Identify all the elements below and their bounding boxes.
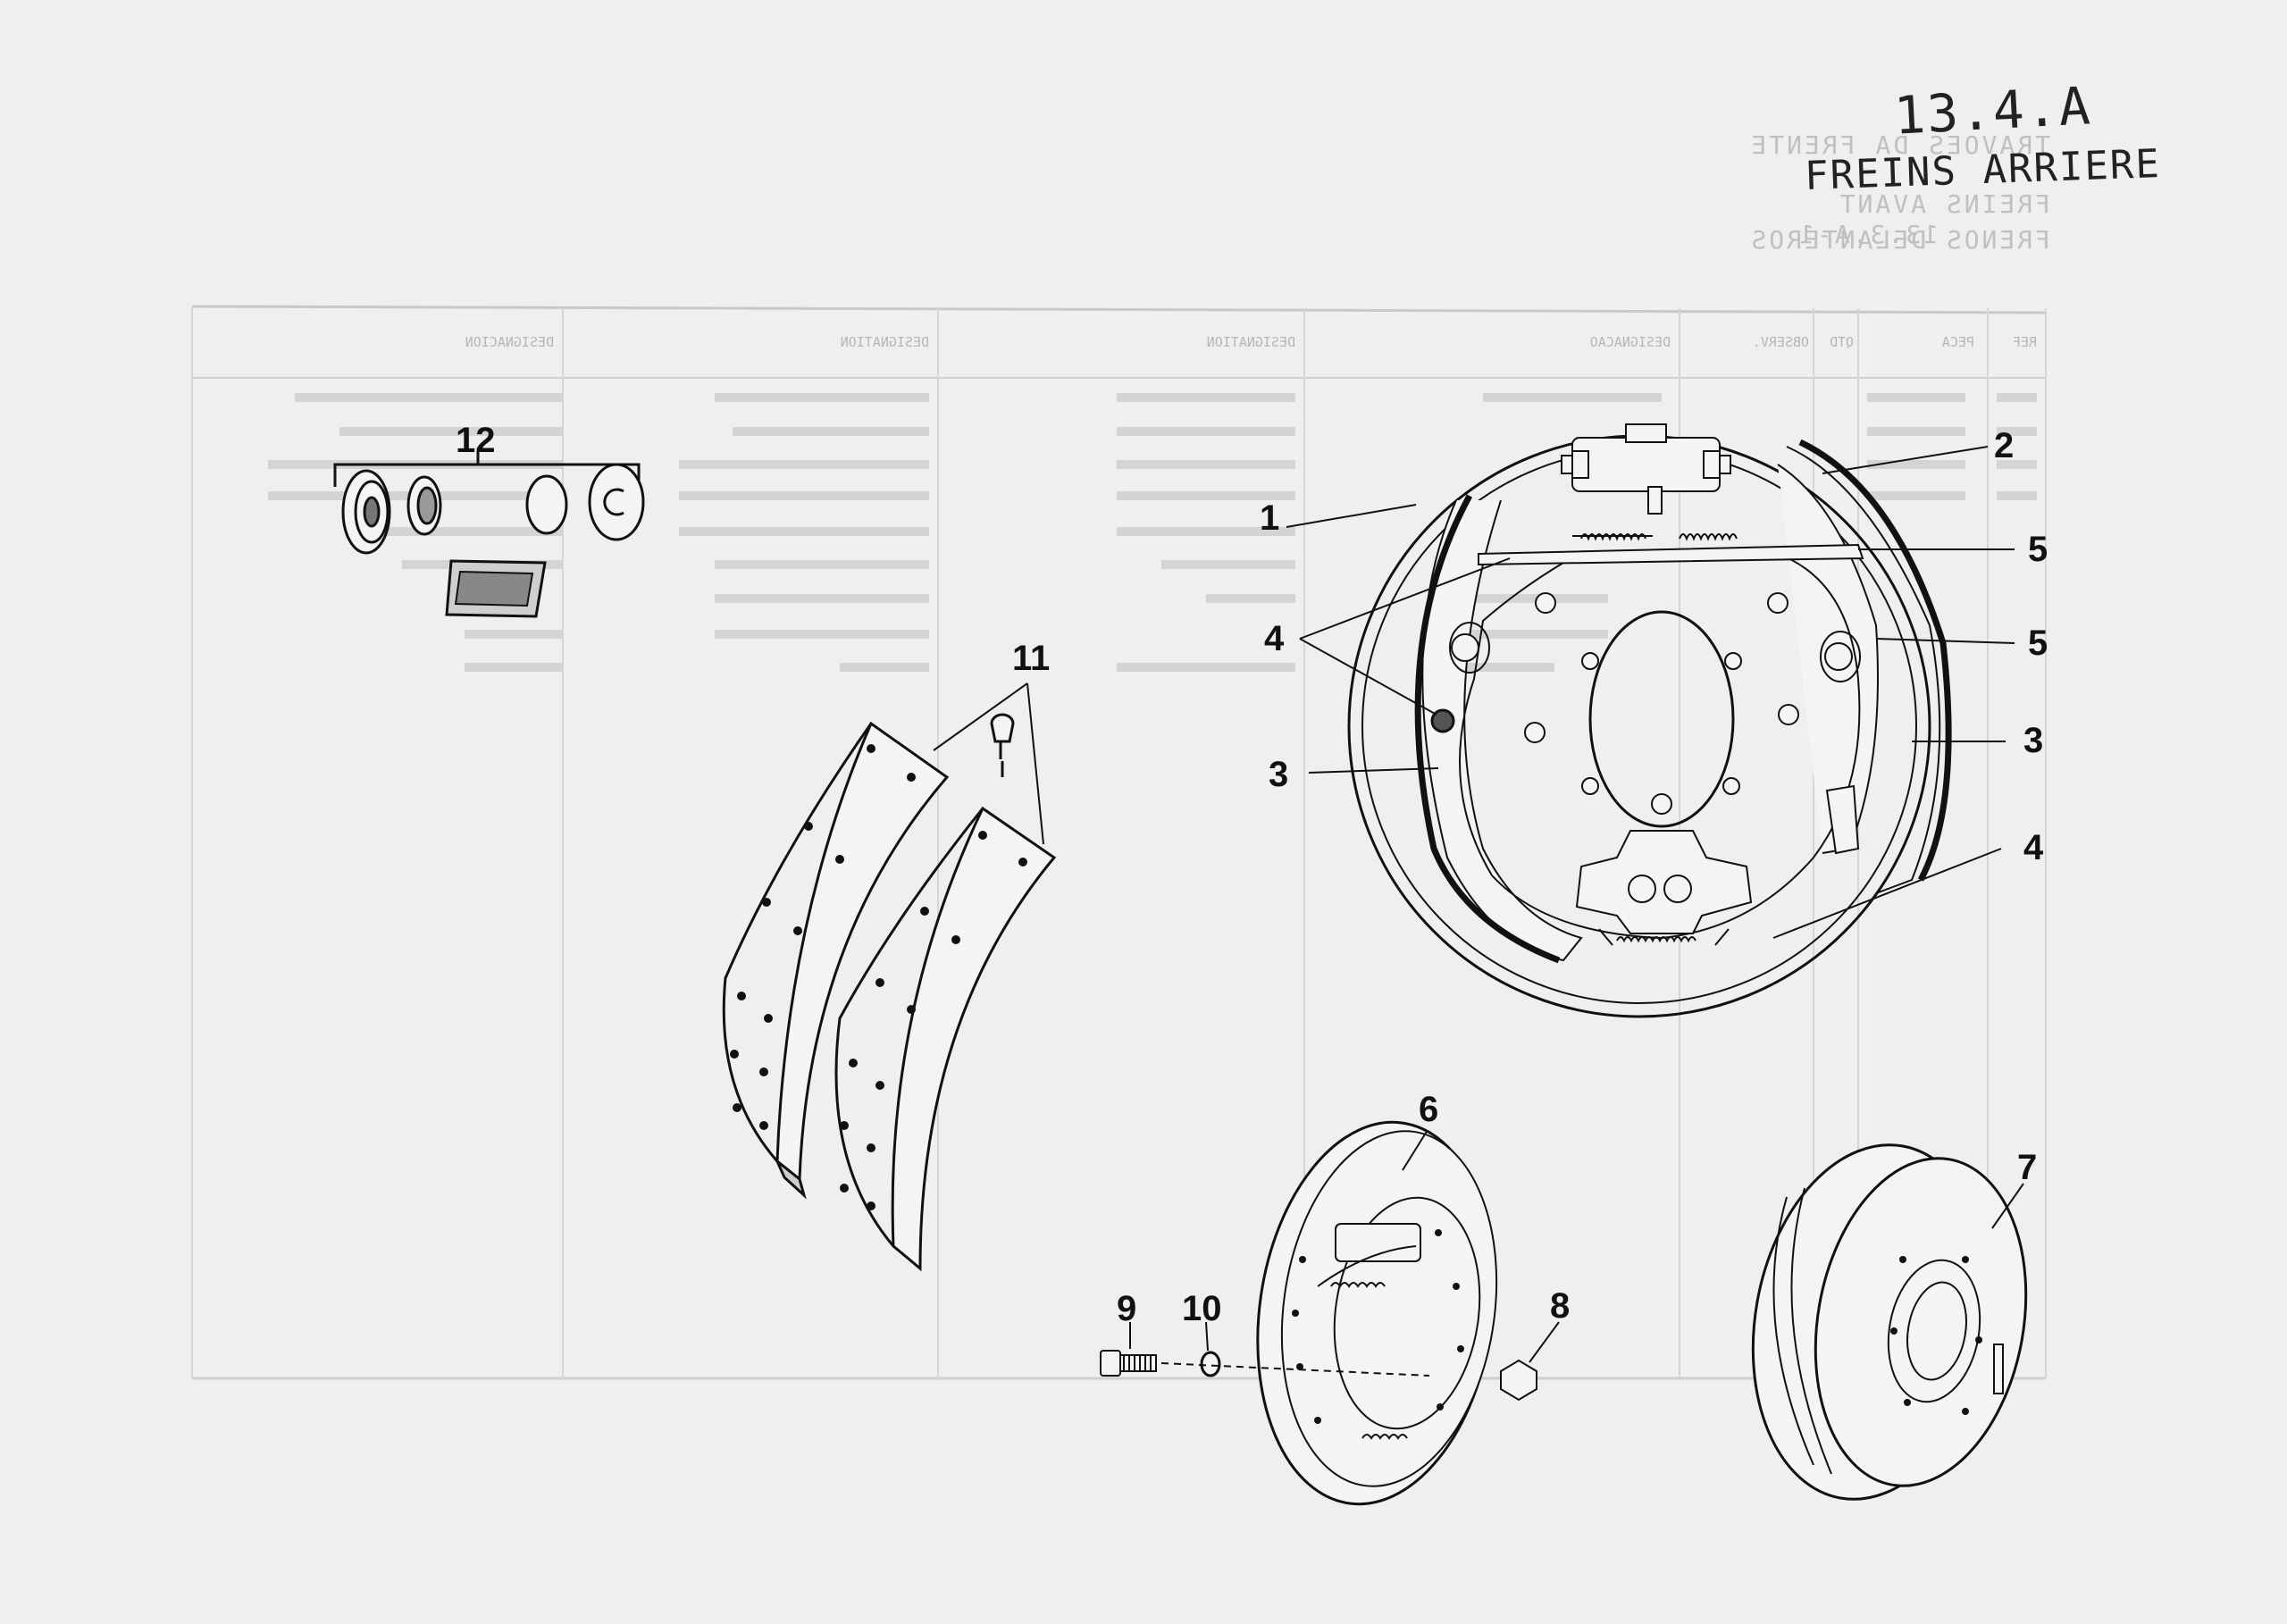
wheel-cylinder-icon [1561,423,1731,515]
brake-drum-icon [1751,1143,2028,1501]
small-parts-leaders [1129,1321,1560,1363]
page-code: 13.4.A [1892,75,2094,146]
washer-icon [1200,1351,1221,1377]
brake-assembly-icon [1256,1120,1498,1506]
ghost-header-observ: OBSERV. [1753,334,1809,350]
nut-icon [1500,1359,1537,1402]
ghost-header-designation-fr: DESIGNATION [841,334,929,350]
callout-9: 8 [1550,1286,1570,1326]
callout-4b: 4 [2023,828,2044,867]
ghost-header-ref: REF [2013,334,2037,350]
callout-3a: 3 [1269,755,1288,794]
return-spring-icon [1478,533,1864,946]
callout-3b: 3 [2023,721,2043,760]
ghost-title-2: FREINS AVANT [1838,189,2050,219]
callout-4a: 4 [1264,619,1285,658]
brake-lining-icon [722,713,1057,1272]
leader-6 [1402,1129,1428,1171]
leader-7 [1991,1183,2024,1229]
callout-11: 11 [1012,639,1050,678]
callout-12: 12 [456,421,496,460]
callout-5a: 5 [2028,530,2048,569]
callout-1: 1 [1260,498,1279,538]
callout-8: 9 [1117,1289,1136,1328]
ghost-code: 13.3.A-1 [1797,220,1939,249]
ghost-header-peca: PECA [1942,334,1974,350]
callout-7: 7 [2017,1148,2037,1187]
ghost-header-designacao: DESIGNACAO [1590,334,1671,350]
callout-6: 6 [1419,1090,1438,1129]
callout-10: 10 [1182,1289,1222,1328]
ghost-header-designation-en: DESIGNATION [1207,334,1295,350]
callout-5b: 5 [2028,624,2048,663]
ghost-header-designacion: DESIGNACION [465,334,554,350]
bolt-icon [1100,1350,1157,1377]
ghost-header-qtd: QTD [1830,334,1854,350]
show-through-table: TRAVOES DA FRENTE FREINS AVANT FRENOS DE… [191,130,2050,1380]
callout-2: 2 [1994,426,2014,465]
bearing-kit-icon [333,451,645,618]
main-leaders [1286,446,2015,939]
ghost-title-3: FRENOS DELANTEROS [1748,225,2050,255]
ghost-title-1: TRAVOES DA FRENTE [1748,130,2050,160]
backing-plate-icon [1347,434,1952,1018]
leader-11 [933,682,1044,845]
